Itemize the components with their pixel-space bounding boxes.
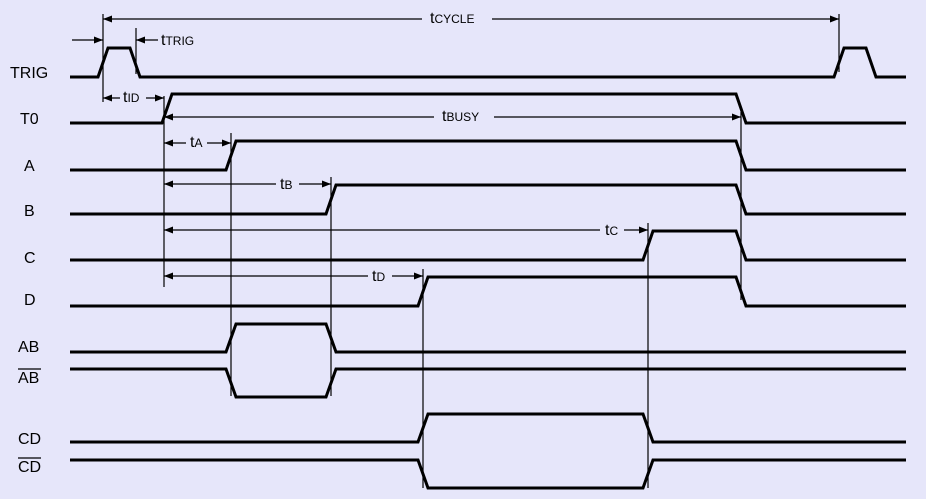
timing-label-id-t: t [123,89,128,106]
timing-label-d-sub: D [376,270,385,284]
svg-text:tBUSY: tBUSY [442,108,479,125]
waveform-c [70,229,906,262]
dimension-t-b: tB [164,176,331,193]
signal-label-t0: T0 [20,111,39,128]
timing-label-b-sub: B [284,178,292,192]
svg-text:tTRIG: tTRIG [161,32,194,49]
waveform-ab [70,322,906,354]
dimension-t-cycle: tCYCLE [103,10,839,27]
timing-label-d-t: t [372,268,377,285]
svg-text:tCYCLE: tCYCLE [430,10,474,27]
signal-label-ab: AB [18,339,39,356]
signal-label-b: B [24,203,35,220]
svg-text:tB: tB [280,176,292,193]
waveform-trig [70,46,906,79]
signal-label-a: A [24,158,35,175]
timing-label-c-t: t [605,222,610,239]
waveform-t0 [70,92,906,125]
signal-label-c: C [24,250,36,267]
svg-text:tA: tA [190,134,202,151]
waveform-cd [70,412,906,444]
timing-label-id-sub: ID [127,91,139,105]
signal-label-d: D [24,292,36,309]
timing-label-c-sub: C [609,224,618,238]
timing-label-b-t: t [280,176,285,193]
timing-label-busy-sub: BUSY [446,110,479,124]
dimension-t-id: tID [103,89,164,106]
dimension-t-c: tC [164,222,648,239]
dimension-t-d: tD [164,268,423,285]
waveform-ab-bar [70,367,906,399]
dimension-t-trig: tTRIG [72,32,194,49]
timing-label-cycle-sub: CYCLE [434,12,474,26]
signal-label-ab-bar: AB [18,370,39,387]
waveform-a [70,139,906,172]
signal-label-cd-bar: CD [18,459,41,476]
timing-label-trig-sub: TRIG [165,34,194,48]
dimension-t-busy: tBUSY [164,108,741,125]
svg-text:tD: tD [372,268,385,285]
timing-label-busy-t: t [442,108,447,125]
dimension-t-a: tA [164,134,231,151]
waveform-b [70,183,906,216]
timing-label-a-t: t [190,134,195,151]
signal-label-trig: TRIG [10,65,48,82]
svg-text:tC: tC [605,222,618,239]
timing-label-trig-t: t [161,32,166,49]
timing-label-cycle-t: t [430,10,435,27]
waveform-d [70,275,906,308]
signal-label-cd: CD [18,431,41,448]
svg-text:tID: tID [123,89,140,106]
timing-label-a-sub: A [194,136,202,150]
waveform-cd-bar [70,458,906,490]
